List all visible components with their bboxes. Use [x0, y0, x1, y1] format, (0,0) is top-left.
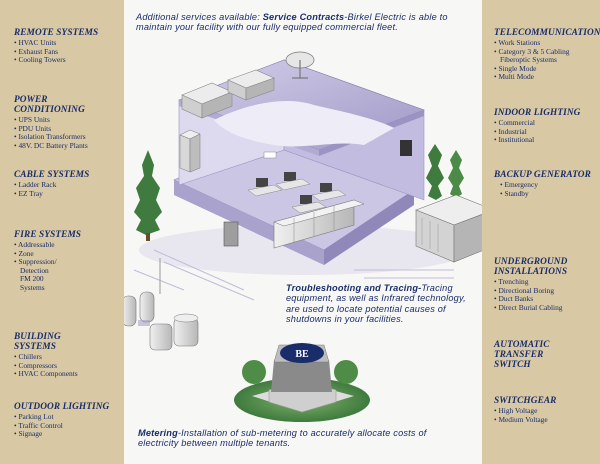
server-cabinet-icon [179, 129, 201, 173]
section-title-line: Underground [494, 257, 568, 267]
section-automatic-transfer-switch: Automatic Transfer Switch [494, 340, 596, 370]
left-sidebar: Remote Systems HVAC Units Exhaust Fans C… [0, 0, 124, 464]
section-title: Cable Systems [14, 170, 90, 180]
list-item: Compressors [14, 361, 120, 371]
section-title: Outdoor Lighting [14, 402, 110, 412]
tree-icon [426, 144, 464, 200]
building-wall [324, 190, 414, 265]
note-heading: Troubleshooting and Tracing- [286, 283, 422, 293]
section-title-line: Switch [494, 360, 531, 370]
section-outdoor-lighting: Outdoor Lighting Parking Lot Traffic Con… [14, 402, 120, 439]
note-heading: Service Contracts [262, 12, 345, 22]
compressor-icon [149, 313, 199, 351]
list-item: EZ Tray [14, 189, 120, 199]
list-item: High Voltage [494, 406, 596, 416]
list-item: Exhaust Fans [14, 47, 120, 57]
list-item: Standby [500, 189, 596, 199]
list-item: Parking Lot [14, 412, 120, 422]
list-item: Directional Boring [494, 286, 596, 296]
list-item: FM 200 [20, 274, 44, 284]
section-fire-systems: Fire Systems Addressable Zone Suppressio… [14, 230, 120, 293]
list-item: Systems [20, 282, 45, 292]
list-item: Medium Voltage [494, 415, 596, 425]
note-body: -Installation of sub-metering to accurat… [138, 428, 427, 449]
illustration-panel: BE Additional services available: Servic… [124, 0, 482, 464]
switchgear-row-icon [273, 199, 365, 249]
section-title: Indoor Lighting [494, 108, 581, 118]
list-item: Detection [20, 265, 49, 275]
window-icon [400, 140, 412, 156]
chiller-tank-icon [124, 291, 155, 327]
list-item: Traffic Control [14, 421, 120, 431]
metering-note: Metering-Installation of sub-metering to… [138, 428, 468, 449]
section-backup-generator: Backup Generator Emergency Standby [494, 170, 596, 198]
list-item: Duct Banks [494, 295, 596, 304]
list-item: Isolation Transformers [14, 133, 120, 142]
list-item: Fiberoptic Systems [500, 55, 557, 65]
light-fixture-icon [263, 151, 277, 159]
section-underground-installations: Underground Installations Trenching Dire… [494, 257, 596, 312]
section-title: Backup Generator [494, 170, 591, 180]
section-title-line: Transfer [494, 350, 544, 360]
hvac-unit-icon [181, 82, 233, 119]
list-item: Zone [14, 249, 120, 259]
workstation-icon [247, 172, 347, 214]
list-item: Addressable [14, 240, 120, 250]
list-item: Single Mode [494, 64, 596, 74]
section-title: Telecommunications [494, 28, 600, 38]
list-item: Institutional [494, 136, 596, 145]
list-item: Signage [14, 430, 120, 439]
section-title-line: Building [14, 332, 61, 342]
list-item: Ladder Rack [14, 180, 120, 190]
section-telecommunications: Telecommunications Work Stations Categor… [494, 28, 600, 82]
section-remote-systems: Remote Systems HVAC Units Exhaust Fans C… [14, 28, 120, 65]
note-body: Tracing equipment, as well as Infrared t… [286, 283, 466, 325]
section-switchgear: Switchgear High Voltage Medium Voltage [494, 396, 596, 424]
service-contracts-note: Additional services available: Service C… [136, 12, 456, 33]
list-item: Multi Mode [494, 73, 596, 82]
right-sidebar: Telecommunications Work Stations Categor… [482, 0, 600, 464]
facility-illustration: BE [124, 51, 482, 422]
logo-text: BE [295, 349, 309, 360]
generator-icon [415, 194, 482, 263]
section-title-line: Systems [14, 342, 57, 352]
list-item: Industrial [494, 127, 596, 137]
section-title-line: Installations [494, 267, 568, 277]
hvac-unit-icon [227, 69, 275, 101]
list-item: Trenching [494, 277, 596, 287]
logo-base [234, 343, 370, 422]
list-item: Chillers [14, 352, 120, 362]
list-item: Category 3 & 5 Cabling [494, 47, 596, 57]
list-item: Commercial [494, 118, 596, 128]
list-item: Work Stations [494, 38, 596, 48]
duct-lines [133, 249, 454, 301]
roof-cutaway [214, 100, 394, 147]
section-title: Switchgear [494, 396, 557, 406]
section-title-line: Automatic [494, 340, 550, 350]
section-title: Fire Systems [14, 230, 82, 240]
list-item: HVAC Components [14, 370, 120, 379]
list-item: UPS Units [14, 115, 120, 125]
list-item: Emergency [500, 180, 596, 190]
list-item: Cooling Towers [14, 56, 120, 65]
list-item: Direct Burial Cabling [494, 303, 596, 313]
list-item: 48V. DC Battery Plants [14, 141, 120, 151]
note-body: -Birkel Electric is able to maintain you… [136, 12, 448, 33]
section-indoor-lighting: Indoor Lighting Commercial Industrial In… [494, 108, 596, 145]
list-item: Suppression/ [14, 258, 120, 267]
troubleshooting-note: Troubleshooting and Tracing-Tracing equi… [286, 283, 476, 325]
section-cable-systems: Cable Systems Ladder Rack EZ Tray [14, 170, 120, 198]
section-power-conditioning: Power Conditioning UPS Units PDU Units I… [14, 95, 120, 150]
note-heading: Metering [138, 428, 178, 438]
note-lead: Additional services available: [136, 12, 263, 22]
list-item: PDU Units [14, 124, 120, 134]
section-title: Power Conditioning [14, 95, 85, 115]
electrical-panel-icon [223, 221, 239, 247]
tree-icon [134, 150, 162, 241]
section-building-systems: Building Systems Chillers Compressors HV… [14, 332, 120, 379]
satellite-dish-icon [285, 51, 315, 79]
section-title: Remote Systems [14, 28, 99, 38]
list-item: HVAC Units [14, 38, 120, 48]
